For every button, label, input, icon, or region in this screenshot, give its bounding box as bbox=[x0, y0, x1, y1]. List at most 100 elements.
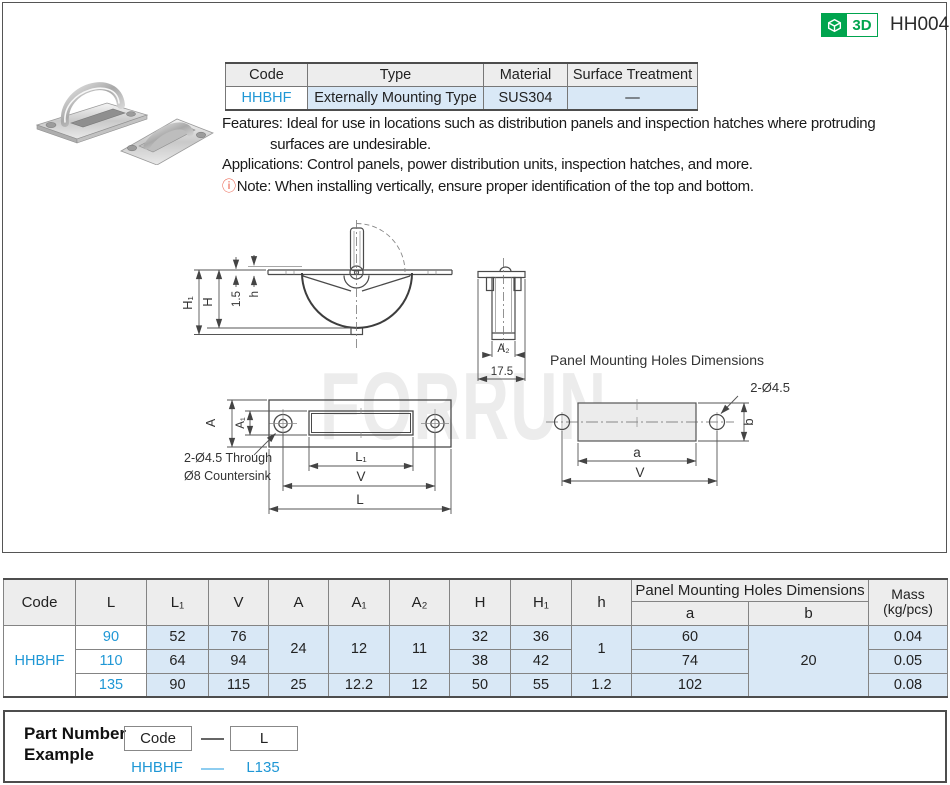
spec-header-surface: Surface Treatment bbox=[567, 62, 698, 87]
dim-header-panel-holes: Panel Mounting Holes Dimensions bbox=[630, 578, 870, 602]
dim-header-a1: A₁ bbox=[328, 578, 390, 626]
dim-header-panel-b: b bbox=[747, 600, 870, 626]
dim-header-l1: L₁ bbox=[146, 578, 209, 626]
dim-header-h: h bbox=[571, 578, 632, 626]
part-number-label-line2: Example bbox=[24, 745, 94, 764]
part-number-example-dash bbox=[201, 768, 224, 770]
badge-3d[interactable]: 3D bbox=[821, 13, 878, 37]
dim-header-mass-line1: Mass bbox=[891, 586, 925, 603]
dim-r1-l: 90 bbox=[75, 624, 147, 650]
dim-r3-h1-cap: 55 bbox=[510, 672, 572, 698]
dim-header-h1-cap: H₁ bbox=[510, 578, 572, 626]
description-block: Features: Ideal for use in locations suc… bbox=[222, 114, 942, 197]
dim-r12-h: 1 bbox=[571, 624, 632, 674]
note-text: Note: When installing vertically, ensure… bbox=[236, 177, 754, 195]
section-view-drawing: A₂ 17.5 bbox=[477, 258, 526, 383]
side-dim-1-5-label: 1.5 bbox=[231, 291, 243, 307]
dim-r2-h1-cap: 42 bbox=[510, 648, 572, 674]
features-line2: surfaces are undesirable. bbox=[270, 135, 431, 153]
dim-r3-h-cap: 50 bbox=[449, 672, 511, 698]
product-photo bbox=[35, 82, 214, 165]
dim-code-value: HHBHF bbox=[3, 624, 76, 698]
dim-r2-h-cap: 38 bbox=[449, 648, 511, 674]
front-dim-a1-label: A₁ bbox=[235, 417, 247, 429]
dim-r123-pb: 20 bbox=[747, 624, 870, 698]
front-view-drawing: A A₁ 2-Ø4.5 Through Ø8 Countersink L₁ V … bbox=[184, 399, 452, 514]
side-dim-h1-label: H₁ bbox=[180, 296, 195, 310]
dim-r3-a2: 12 bbox=[389, 672, 450, 698]
front-dim-l-label: L bbox=[356, 492, 364, 507]
panel-holes-drawing: Panel Mounting Holes Dimensions 2-Ø4.5 b… bbox=[546, 352, 790, 486]
part-number-example-code: HHBHF bbox=[131, 759, 183, 776]
dim-r1-h1-cap: 36 bbox=[510, 624, 572, 650]
note-line: ⓘNote: When installing vertically, ensur… bbox=[222, 176, 942, 198]
dim-r3-l1: 90 bbox=[146, 672, 209, 698]
part-number-example-box: Part Number Example Code L HHBHF L135 bbox=[3, 710, 947, 783]
section-dim-a2-label: A₂ bbox=[497, 343, 509, 355]
dim-r1-pa: 60 bbox=[631, 624, 749, 650]
dim-r2-pa: 74 bbox=[631, 648, 749, 674]
side-dim-h-label: h bbox=[249, 291, 261, 297]
page-code: HH004 bbox=[890, 14, 950, 35]
part-number-dash bbox=[201, 738, 224, 740]
part-number-l-box: L bbox=[230, 726, 298, 751]
side-dim-h-cap-label: H bbox=[200, 297, 215, 306]
spec-value-code: HHBHF bbox=[225, 86, 308, 111]
dim-header-l: L bbox=[75, 578, 147, 626]
spec-header-code: Code bbox=[225, 62, 308, 87]
dim-header-panel-a: a bbox=[631, 600, 749, 626]
dimension-table: Code L L₁ V A A₁ A₂ H H₁ h Panel Mountin… bbox=[3, 578, 949, 698]
dim-r1-mass: 0.04 bbox=[868, 624, 949, 650]
spec-table: Code Type Material Surface Treatment HHB… bbox=[225, 62, 698, 111]
front-dim-v-label: V bbox=[356, 469, 365, 484]
dim-header-a2: A₂ bbox=[389, 578, 450, 626]
dim-r3-h: 1.2 bbox=[571, 672, 632, 698]
panel-dim-a-label: a bbox=[633, 445, 641, 460]
spec-value-surface: — bbox=[567, 86, 698, 111]
part-number-example-l: L135 bbox=[246, 759, 280, 776]
side-view-drawing: H₁ H 1.5 h bbox=[180, 220, 453, 348]
dim-header-code: Code bbox=[3, 578, 76, 626]
front-callout-line2: Ø8 Countersink bbox=[184, 469, 272, 483]
part-number-example-label: Part Number Example bbox=[24, 723, 126, 765]
dim-header-mass-line2: (kg/pcs) bbox=[883, 601, 933, 618]
panel-dim-v-label: V bbox=[635, 465, 644, 480]
panel-dim-b-label: b bbox=[741, 418, 756, 425]
dim-r1-l1: 52 bbox=[146, 624, 209, 650]
panel-dim-holes-label: 2-Ø4.5 bbox=[750, 380, 790, 395]
part-number-label-line1: Part Number bbox=[24, 724, 127, 743]
spec-value-material: SUS304 bbox=[483, 86, 568, 111]
dim-header-mass: Mass (kg/pcs) bbox=[868, 578, 949, 626]
upper-section-frame bbox=[2, 2, 947, 553]
applications-line: Applications: Control panels, power dist… bbox=[222, 156, 753, 173]
front-dim-a-label: A bbox=[204, 418, 218, 427]
spec-header-type: Type bbox=[307, 62, 484, 87]
dim-r3-l: 135 bbox=[75, 672, 147, 698]
watermark: FORRUN bbox=[320, 353, 608, 460]
front-callout-line1: 2-Ø4.5 Through bbox=[184, 451, 272, 465]
dim-r2-mass: 0.05 bbox=[868, 648, 949, 674]
dim-r2-l: 110 bbox=[75, 648, 147, 674]
handle-bail-up bbox=[35, 82, 149, 144]
dim-r3-a1: 12.2 bbox=[328, 672, 390, 698]
part-number-code-box: Code bbox=[124, 726, 192, 751]
technical-drawings: H₁ H 1.5 h A₂ 17.5 Panel Mounting Holes … bbox=[180, 220, 790, 514]
note-info-icon: ⓘ bbox=[222, 177, 236, 194]
dim-r1-v: 76 bbox=[208, 624, 269, 650]
dim-header-v: V bbox=[208, 578, 269, 626]
dim-header-a: A bbox=[268, 578, 329, 626]
dim-r3-a: 25 bbox=[268, 672, 329, 698]
handle-back-side bbox=[120, 118, 214, 165]
dim-r12-a1: 12 bbox=[328, 624, 390, 674]
dim-r3-mass: 0.08 bbox=[868, 672, 949, 698]
front-dim-l1-label: L₁ bbox=[355, 449, 367, 464]
dim-r12-a2: 11 bbox=[389, 624, 450, 674]
panel-holes-title: Panel Mounting Holes Dimensions bbox=[550, 352, 764, 368]
dim-r3-v: 115 bbox=[208, 672, 269, 698]
dim-r3-pa: 102 bbox=[631, 672, 749, 698]
dim-r2-l1: 64 bbox=[146, 648, 209, 674]
spec-header-material: Material bbox=[483, 62, 568, 87]
dim-r1-h-cap: 32 bbox=[449, 624, 511, 650]
cube-3d-icon bbox=[821, 13, 847, 37]
section-dim-17-5-label: 17.5 bbox=[491, 366, 513, 378]
